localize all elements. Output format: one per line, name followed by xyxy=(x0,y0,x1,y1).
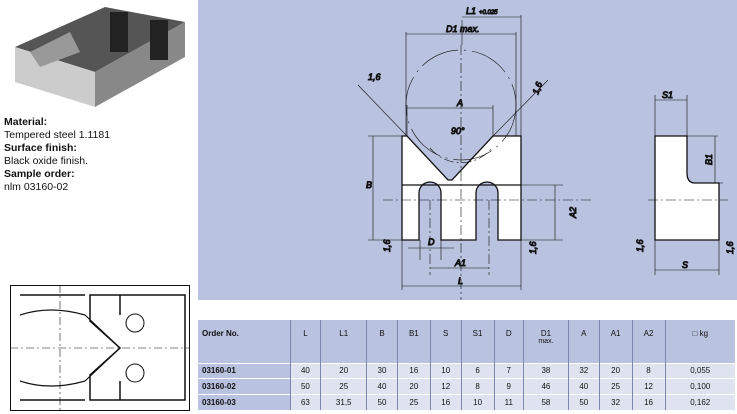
table-cell: 20 xyxy=(598,362,633,379)
roughness-3: 1,6 xyxy=(382,239,392,252)
table-cell: 25 xyxy=(598,378,633,394)
table-cell: 12 xyxy=(429,378,462,394)
col-S1: S1 xyxy=(460,320,494,363)
roughness-2: 1,6 xyxy=(530,81,544,96)
dim-L1: L1 xyxy=(466,6,476,16)
table-cell: 25 xyxy=(396,393,431,410)
material-value: Tempered steel 1.1181 xyxy=(4,129,111,141)
dim-B1: B1 xyxy=(704,154,714,165)
table-cell: 8 xyxy=(460,378,494,394)
col-L1: L1 xyxy=(320,320,367,363)
sample-label: Sample order: xyxy=(4,168,75,180)
dim-angle: 90° xyxy=(451,126,465,136)
table-cell: 25 xyxy=(320,378,367,394)
table-cell: 8 xyxy=(631,362,665,379)
table-cell: 46 xyxy=(523,378,569,394)
table-cell: 0,100 xyxy=(664,378,735,394)
table-cell: 40 xyxy=(567,378,600,394)
table-cell: 7 xyxy=(493,362,524,379)
table-cell: 40 xyxy=(289,362,321,379)
col-A2: A2 xyxy=(631,320,665,363)
product-photo xyxy=(15,7,185,107)
col-order-no: Order No. xyxy=(198,320,290,363)
col-B1: B1 xyxy=(396,320,431,363)
col-D1-sub: max. xyxy=(538,338,554,345)
table-cell: 50 xyxy=(567,393,600,410)
col-S: S xyxy=(429,320,462,363)
col-L: L xyxy=(289,320,321,363)
table-cell: 50 xyxy=(289,378,321,394)
order-number-cell: 03160-03 xyxy=(198,393,290,410)
surface-label: Surface finish: xyxy=(4,142,77,154)
col-A1: A1 xyxy=(598,320,633,363)
product-info: Material: Tempered steel 1.1181 Surface … xyxy=(4,116,110,194)
technical-drawing: L1 +0.025 D1 max. A 90° B A2 D A1 L S1 B… xyxy=(198,0,737,300)
dim-S: S xyxy=(682,260,688,270)
table-cell: 0,055 xyxy=(664,362,735,379)
material-label: Material: xyxy=(4,116,48,128)
order-number-cell: 03160-01 xyxy=(198,362,290,379)
table-cell: 10 xyxy=(429,362,462,379)
surface-value: Black oxide finish. xyxy=(4,155,89,167)
table-cell: 20 xyxy=(320,362,367,379)
table-cell: 63 xyxy=(289,393,321,410)
roughness-1: 1,6 xyxy=(368,72,381,82)
table-cell: 38 xyxy=(523,362,569,379)
order-number-cell: 03160-02 xyxy=(198,378,290,394)
dim-A1: A1 xyxy=(454,258,466,268)
table-cell: 31,5 xyxy=(320,393,367,410)
svg-text:+0.025: +0.025 xyxy=(479,10,498,16)
dim-A: A xyxy=(456,98,463,108)
table-cell: 58 xyxy=(523,393,569,410)
dim-D1: D1 max. xyxy=(446,24,480,34)
table-cell: 16 xyxy=(396,362,431,379)
col-A: A xyxy=(567,320,600,363)
col-D1-label: D1 xyxy=(540,329,552,338)
dim-D: D xyxy=(428,237,435,247)
table-cell: 10 xyxy=(460,393,494,410)
weight-icon: □ xyxy=(692,329,698,338)
table-cell: 0,162 xyxy=(664,393,735,410)
col-kg: □ kg xyxy=(664,320,735,363)
dim-S1: S1 xyxy=(662,90,673,100)
application-sketch xyxy=(10,285,190,411)
table-cell: 16 xyxy=(631,393,665,410)
table-cell: 30 xyxy=(366,362,398,379)
table-cell: 16 xyxy=(429,393,462,410)
table-cell: 20 xyxy=(396,378,431,394)
roughness-4: 1,6 xyxy=(528,241,538,254)
table-cell: 32 xyxy=(598,393,633,410)
roughness-5: 1,6 xyxy=(635,239,645,252)
table-cell: 32 xyxy=(567,362,600,379)
table-cell: 9 xyxy=(493,378,524,394)
sample-value: nlm 03160-02 xyxy=(4,181,69,193)
dim-L: L xyxy=(458,276,463,286)
col-D: D xyxy=(493,320,524,363)
table-cell: 50 xyxy=(366,393,398,410)
dim-B: B xyxy=(366,180,372,190)
table-cell: 6 xyxy=(460,362,494,379)
roughness-6: 1,6 xyxy=(725,241,735,254)
col-kg-label: kg xyxy=(699,329,709,338)
table-cell: 12 xyxy=(631,378,665,394)
table-cell: 40 xyxy=(366,378,398,394)
col-B: B xyxy=(366,320,398,363)
dim-A2: A2 xyxy=(568,207,578,219)
table-cell: 11 xyxy=(493,393,524,410)
